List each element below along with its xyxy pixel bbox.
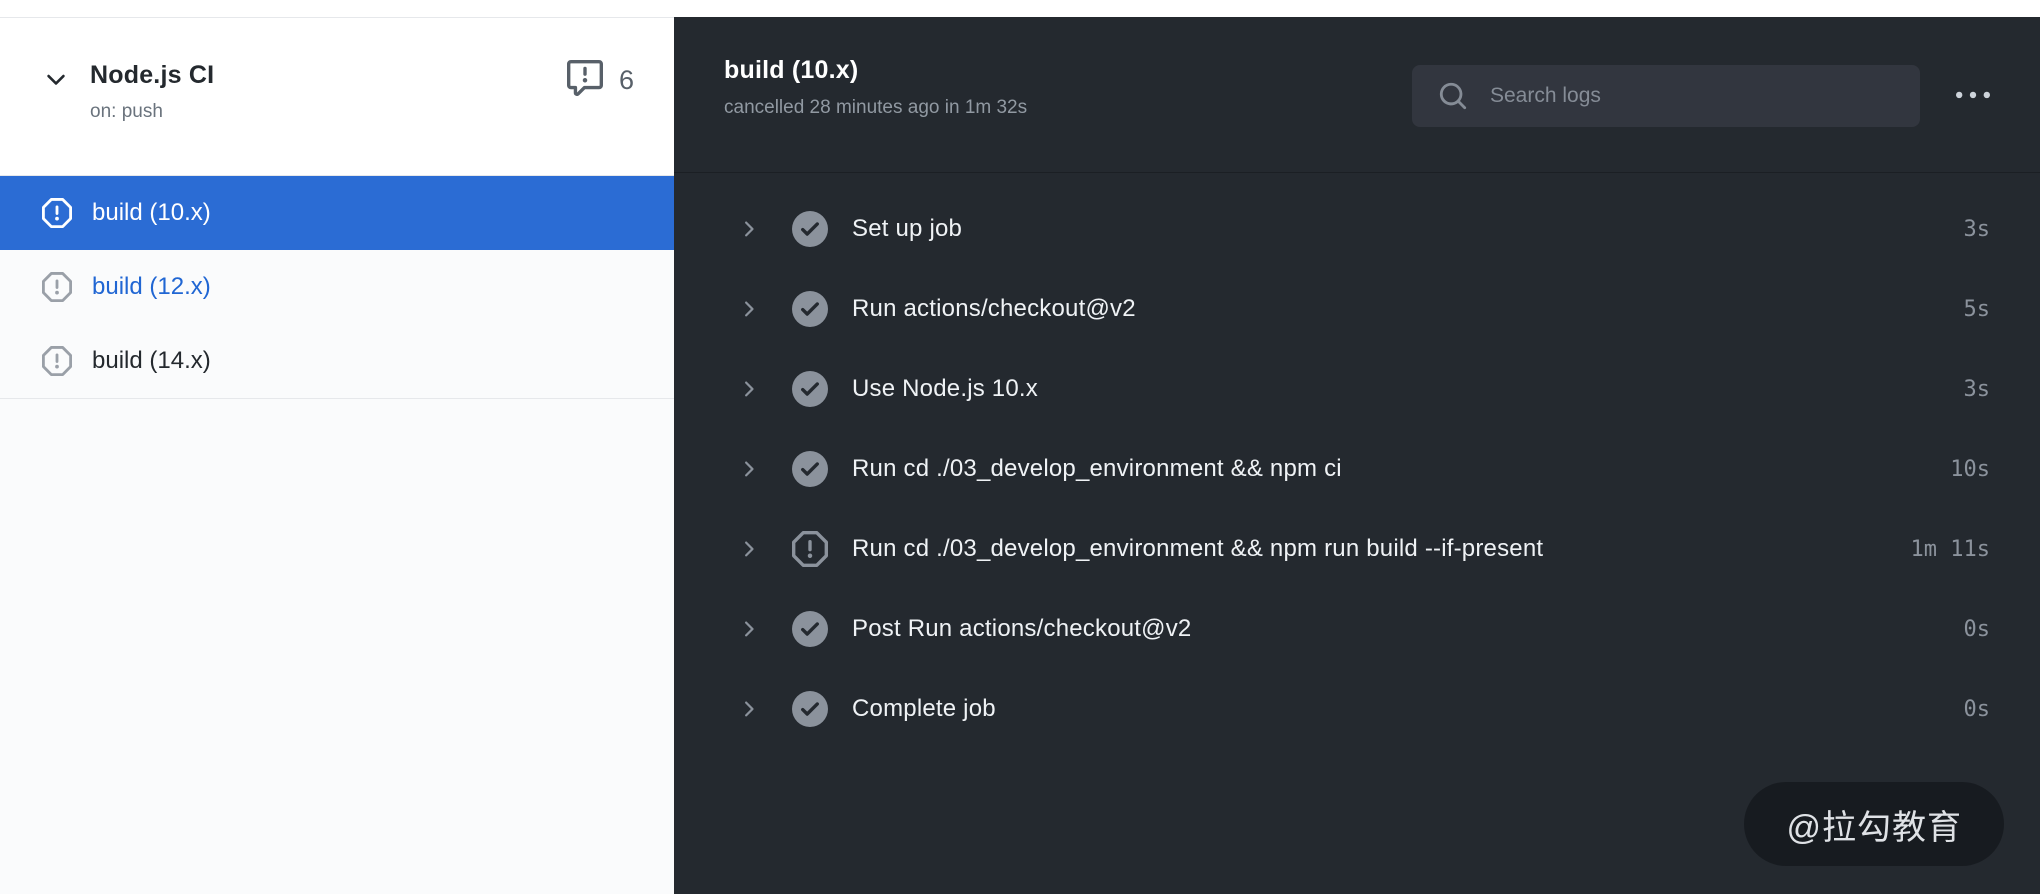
steps-list: Set up job 3s Run actions/checkout@v2 5s… bbox=[674, 173, 2040, 749]
job-label: build (14.x) bbox=[92, 347, 211, 374]
job-item-build-14x[interactable]: build (14.x) bbox=[0, 324, 674, 398]
step-duration: 3s bbox=[1963, 376, 1991, 402]
step-duration: 3s bbox=[1963, 216, 1991, 242]
cancelled-octagon-icon bbox=[42, 198, 72, 228]
step-row-checkout[interactable]: Run actions/checkout@v2 5s bbox=[674, 269, 2040, 349]
check-circle-icon bbox=[792, 691, 828, 727]
top-strip bbox=[0, 0, 2040, 17]
check-circle-icon bbox=[792, 211, 828, 247]
chevron-right-icon bbox=[736, 377, 760, 401]
job-item-build-12x[interactable]: build (12.x) bbox=[0, 250, 674, 324]
chevron-right-icon bbox=[736, 617, 760, 641]
check-circle-icon bbox=[792, 371, 828, 407]
check-circle-icon bbox=[792, 451, 828, 487]
chevron-down-icon bbox=[42, 74, 70, 97]
job-label: build (12.x) bbox=[92, 273, 211, 300]
step-name: Post Run actions/checkout@v2 bbox=[852, 615, 1192, 642]
report-bubble-icon bbox=[566, 60, 603, 101]
step-row-use-node[interactable]: Use Node.js 10.x 3s bbox=[674, 349, 2040, 429]
cancelled-octagon-icon bbox=[42, 346, 72, 376]
step-name: Use Node.js 10.x bbox=[852, 375, 1038, 402]
step-duration: 10s bbox=[1950, 456, 1990, 482]
chevron-right-icon bbox=[736, 697, 760, 721]
workflow-name: Node.js CI bbox=[90, 61, 215, 89]
annotations-indicator[interactable]: 6 bbox=[566, 60, 634, 101]
step-duration: 1m 11s bbox=[1910, 536, 1990, 562]
step-name: Run cd ./03_develop_environment && npm c… bbox=[852, 455, 1342, 482]
workflow-trigger: on: push bbox=[90, 101, 163, 122]
annotations-count: 6 bbox=[618, 65, 634, 95]
kebab-horizontal-icon bbox=[1956, 91, 1990, 116]
job-status-line: cancelled 28 minutes ago in 1m 32s bbox=[724, 97, 1028, 118]
chevron-right-icon bbox=[736, 457, 760, 481]
job-item-build-10x[interactable]: build (10.x) bbox=[0, 176, 674, 250]
job-list: build (10.x) build (12.x) build (14.x) bbox=[0, 176, 674, 399]
chevron-right-icon bbox=[736, 297, 760, 321]
step-row-set-up-job[interactable]: Set up job 3s bbox=[674, 189, 2040, 269]
step-name: Run actions/checkout@v2 bbox=[852, 295, 1136, 322]
watermark-badge: @拉勾教育 bbox=[1744, 782, 2004, 866]
log-header: build (10.x) cancelled 28 minutes ago in… bbox=[674, 17, 2040, 173]
step-name: Complete job bbox=[852, 695, 996, 722]
cancelled-octagon-icon bbox=[42, 272, 72, 302]
step-duration: 0s bbox=[1963, 616, 1991, 642]
chevron-right-icon bbox=[736, 217, 760, 241]
step-duration: 5s bbox=[1963, 296, 1991, 322]
workflow-sidebar: Node.js CI on: push 6 build (10.x) bbox=[0, 17, 674, 894]
workflow-header: Node.js CI on: push 6 bbox=[0, 18, 674, 176]
workflow-titles: Node.js CI on: push bbox=[90, 60, 214, 123]
check-circle-icon bbox=[792, 291, 828, 327]
step-row-complete-job[interactable]: Complete job 0s bbox=[674, 669, 2040, 749]
log-options-button[interactable] bbox=[1950, 73, 1996, 119]
log-panel: build (10.x) cancelled 28 minutes ago in… bbox=[674, 17, 2040, 894]
job-title: build (10.x) bbox=[724, 56, 859, 84]
check-circle-icon bbox=[792, 611, 828, 647]
job-label: build (10.x) bbox=[92, 199, 211, 226]
log-header-actions bbox=[1412, 65, 1996, 127]
step-row-npm-run-build[interactable]: Run cd ./03_develop_environment && npm r… bbox=[674, 509, 2040, 589]
search-logs-box[interactable] bbox=[1412, 65, 1920, 127]
chevron-right-icon bbox=[736, 537, 760, 561]
step-row-npm-ci[interactable]: Run cd ./03_develop_environment && npm c… bbox=[674, 429, 2040, 509]
workflow-collapse-button[interactable] bbox=[42, 66, 70, 94]
step-name: Run cd ./03_develop_environment && npm r… bbox=[852, 535, 1544, 562]
cancelled-octagon-icon bbox=[792, 531, 828, 567]
log-header-titles: build (10.x) cancelled 28 minutes ago in… bbox=[724, 55, 1027, 119]
step-duration: 0s bbox=[1963, 696, 1991, 722]
search-icon bbox=[1438, 81, 1468, 111]
step-row-post-checkout[interactable]: Post Run actions/checkout@v2 0s bbox=[674, 589, 2040, 669]
step-name: Set up job bbox=[852, 215, 963, 242]
search-logs-input[interactable] bbox=[1488, 83, 1900, 109]
